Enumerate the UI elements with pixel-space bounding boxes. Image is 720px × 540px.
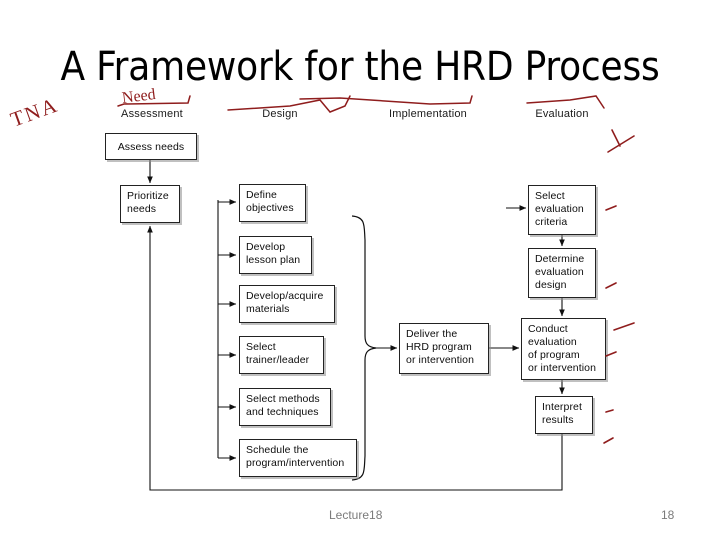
box-line: Select <box>535 190 565 202</box>
box-line: trainer/leader <box>246 354 310 366</box>
box-line: results <box>542 414 574 426</box>
box-line: criteria <box>535 216 568 228</box>
box-line: Determine <box>535 253 585 265</box>
box-line: and techniques <box>246 406 319 418</box>
box-select-trainer: Select trainer/leader <box>239 336 324 374</box>
footer-page-number: 18 <box>661 508 675 522</box>
box-line: program/intervention <box>246 457 345 469</box>
box-deliver-hrd-program: Deliver the HRD program or intervention <box>399 323 489 374</box>
box-line: evaluation <box>535 266 584 278</box>
box-line: evaluation <box>528 336 577 348</box>
box-develop-lesson-plan: Develop lesson plan <box>239 236 312 274</box>
box-define-objectives: Define objectives <box>239 184 306 222</box>
box-line: Assess needs <box>117 140 185 153</box>
box-line: or intervention <box>528 362 597 374</box>
box-line: needs <box>127 203 157 215</box>
box-determine-eval-design: Determine evaluation design <box>528 248 596 298</box>
box-prioritize-needs: Prioritize needs <box>120 185 180 223</box>
box-line: Define <box>246 189 277 201</box>
box-line: Develop <box>246 241 286 253</box>
box-interpret-results: Interpret results <box>535 396 593 434</box>
box-line: Conduct <box>528 323 568 335</box>
box-line: objectives <box>246 202 294 214</box>
phase-header-assessment: Assessment <box>121 108 183 120</box>
box-line: HRD program <box>406 341 472 353</box>
box-select-eval-criteria: Select evaluation criteria <box>528 185 596 235</box>
box-conduct-evaluation: Conduct evaluation of program or interve… <box>521 318 606 380</box>
box-select-methods: Select methods and techniques <box>239 388 331 426</box>
box-line: Prioritize <box>127 190 169 202</box>
phase-header-implementation: Implementation <box>388 108 467 120</box>
box-line: Deliver the <box>406 328 458 340</box>
box-line: of program <box>528 349 580 361</box>
box-line: lesson plan <box>246 254 301 266</box>
box-line: Select methods <box>246 393 320 405</box>
footer-lecture-label: Lecture18 <box>329 508 383 522</box>
box-line: Schedule the <box>246 444 309 456</box>
box-line: evaluation <box>535 203 584 215</box>
box-line: Develop/acquire <box>246 290 324 302</box>
box-schedule-program: Schedule the program/intervention <box>239 439 357 477</box>
box-line: materials <box>246 303 290 315</box>
phase-header-evaluation: Evaluation <box>535 108 589 120</box>
box-assess-needs: Assess needs <box>105 133 197 160</box>
box-develop-materials: Develop/acquire materials <box>239 285 335 323</box>
box-line: Interpret <box>542 401 583 413</box>
page-title: A Framework for the HRD Process <box>60 44 660 90</box>
box-line: Select <box>246 341 276 353</box>
phase-header-design: Design <box>262 108 298 120</box>
box-line: design <box>535 279 567 291</box>
box-line: or intervention <box>406 354 475 366</box>
